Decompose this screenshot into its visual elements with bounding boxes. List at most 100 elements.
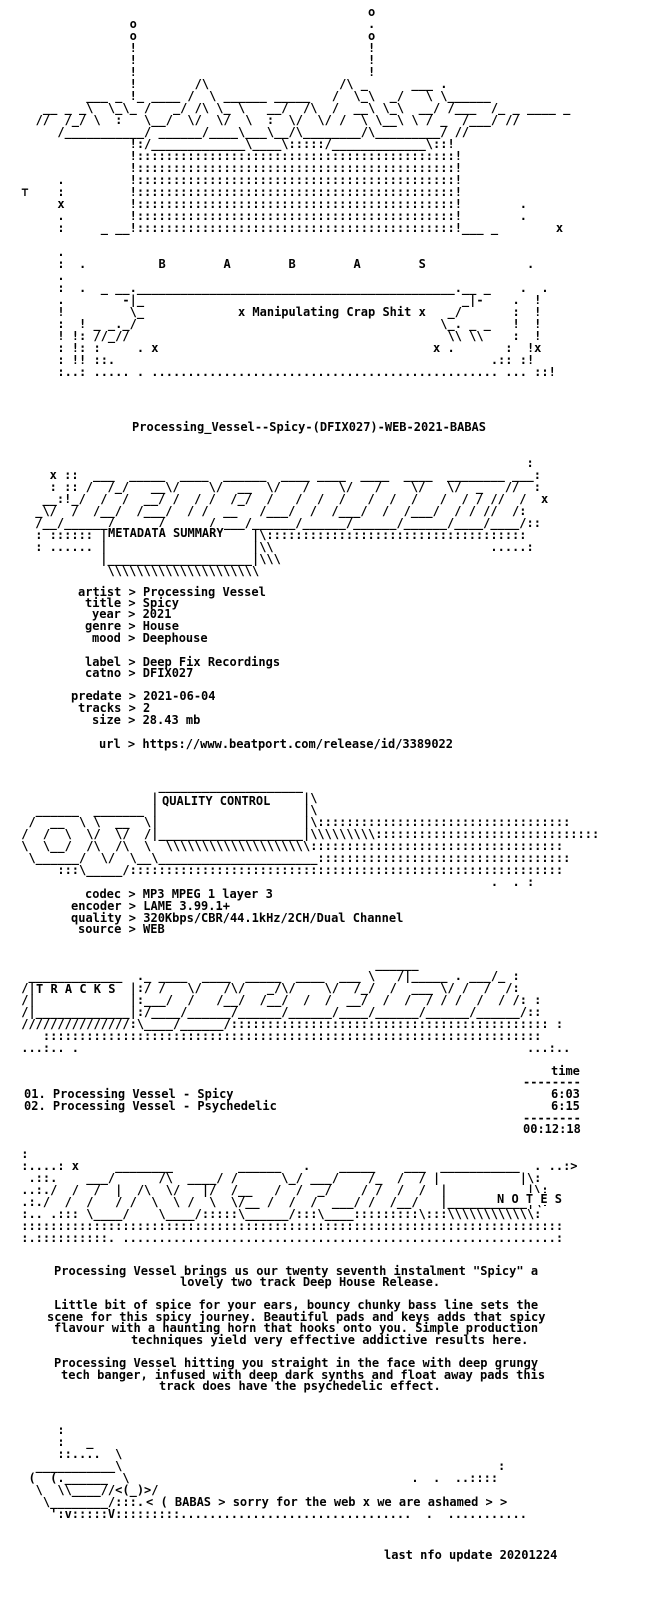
notes-line: scene for this spicy journey. Beautiful … bbox=[47, 1310, 546, 1324]
metadata-art-line: : bbox=[28, 456, 534, 470]
footer-art-line: \________/:::..... bbox=[14, 1495, 173, 1509]
track-item-time: 6:03 bbox=[551, 1087, 580, 1101]
quality-codec: codec > MP3 MPEG 1 layer 3 bbox=[85, 887, 273, 901]
notes-heading: N O T E S bbox=[497, 1192, 563, 1206]
notes-art-line: ..:./ / / | /\ \/ |/ /__ / / _/ / / / / … bbox=[14, 1183, 549, 1197]
notes-art-line: .::. ___/ /\ ____/ / \_/ ___/ /_ / / | |… bbox=[14, 1171, 542, 1185]
header-art-line: : !! ::. .:: :! bbox=[14, 353, 535, 367]
tracks-art-line: /|_____________|:/____/______/______/___… bbox=[14, 1005, 542, 1019]
header-art-line bbox=[14, 234, 570, 246]
metadata-art-line: : :: / /_/ __\/ \/ __ \/ / \/ / \/ \/ _ … bbox=[28, 480, 541, 494]
metadata-art-line: /__/______/______/______/____/______/___… bbox=[28, 516, 541, 530]
header-art-line: ! \_ x Manipulating Crap Shit x _/ : ! bbox=[14, 305, 542, 319]
tracks-art-line: ::::::::::::::::::::::::::::::::::::::::… bbox=[14, 1029, 542, 1043]
metadata-art-line: : ...... | |\\ .....: bbox=[28, 540, 534, 554]
quality-art-line: / / \ \/ \/ /|____________________|\\\\\… bbox=[14, 827, 600, 841]
footer-art-line: ::.... \ bbox=[14, 1447, 123, 1461]
tracks-art-line: ______ bbox=[14, 957, 419, 971]
footer-art-line: \ \\____//<(_)>/ bbox=[14, 1483, 159, 1497]
meta-title: title > Spicy bbox=[85, 596, 179, 610]
header-art-line: . bbox=[14, 245, 65, 259]
header-art-line: !:::::::::::::::::::::::::::::::::::::::… bbox=[14, 161, 462, 175]
header-art-line: ⊤ : !:::::::::::::::::::::::::::::::::::… bbox=[14, 185, 462, 199]
tracks-art-line: /| |:/ / \/ /\/ _/\/ \/ /_/ / ___ \/ / /… bbox=[14, 981, 520, 995]
header-art-line: ! ! bbox=[14, 41, 376, 55]
header-art-line: ! ! bbox=[14, 53, 376, 67]
notes-art-line: : bbox=[14, 1147, 29, 1161]
babas-header-logo: o o . o o ! ! ! bbox=[14, 6, 570, 378]
notes-line: Processing Vessel hitting you straight i… bbox=[54, 1356, 539, 1370]
header-art-line: ! ! bbox=[14, 65, 376, 79]
notes-line: Little bit of spice for your ears, bounc… bbox=[54, 1298, 539, 1312]
header-art-line: !:::::::::::::::::::::::::::::::::::::::… bbox=[14, 149, 462, 163]
quality-quality: quality > 320Kbps/CBR/44.1kHz/2CH/Dual C… bbox=[71, 911, 404, 925]
metadata-art-line: _\/ / /__/ /___/ / / __ /___/ / /___/ / … bbox=[28, 504, 527, 518]
notes-art-line: :.. .::: \____/ \____/:::::\______/:::\_… bbox=[14, 1207, 542, 1221]
header-art-line: :..: ..... . ...........................… bbox=[14, 365, 556, 379]
notes-line: Processing Vessel brings us our twenty s… bbox=[54, 1264, 539, 1278]
header-art-line: !:/_____________\____\:::::/____________… bbox=[14, 137, 455, 151]
header-art-line: : . B A B A S . bbox=[14, 257, 535, 271]
metadata-art-line: \\\\\\\\\\\\\\\\\\\\\ bbox=[28, 564, 260, 578]
metadata-summary-heading: METADATA SUMMARY bbox=[108, 526, 224, 540]
metadata-art-line: : :::::: | |\:::::::::::::::::::::::::::… bbox=[28, 528, 527, 542]
header-art-line: o o bbox=[14, 29, 376, 43]
tracks-art-line: ///////////////:\____/______/:::::::::::… bbox=[14, 1017, 564, 1031]
header-art-line: ! /\ /\ _ ___ . bbox=[14, 77, 448, 91]
quality-art-line: :::\_____/::::::::::::::::::::::::::::::… bbox=[14, 863, 564, 877]
footer-art-line: ( (.______ \ . . ..:::: bbox=[14, 1471, 499, 1485]
metadata-art-line: __:!_/ / / __/ / / / /_/ / / / / / / / /… bbox=[28, 492, 549, 506]
header-art-line: // /_/ \ : \__/ \/ \/ \ : \/ \/ / \ \__\… bbox=[14, 113, 520, 127]
tracks-art-line: /| |:___/ / /__/ /__/ / / __/ / / / / / … bbox=[14, 993, 542, 1007]
meta-artist: artist > Processing Vessel bbox=[78, 585, 266, 599]
notes-art-line: :....: x ________ ______ . _____ ___ ___… bbox=[14, 1159, 578, 1173]
quality-art-line: ____________________ bbox=[14, 779, 303, 793]
notes-art-line: .:./ / / / / \ \ / \ \/__ / / / ___/ / /… bbox=[14, 1195, 549, 1209]
notes-art-line: ::::::::::::::::::::::::::::::::::::::::… bbox=[14, 1219, 564, 1233]
header-art-line: . bbox=[14, 269, 65, 283]
meta-catno: catno > DFIX027 bbox=[85, 666, 194, 680]
notes-line: lovely two track Deep House Release. bbox=[180, 1275, 441, 1289]
header-art-line: ! !: //_// \\ \\ : ! bbox=[14, 329, 542, 343]
meta-genre: genre > House bbox=[85, 619, 179, 633]
track-item-label: 02. Processing Vessel - Psychedelic bbox=[24, 1099, 277, 1113]
quality-art-line: \______/ \/ \__\______________________::… bbox=[14, 851, 571, 865]
notes-line: tech banger, infused with deep dark synt… bbox=[61, 1368, 546, 1382]
quality-banner-art: ____________________ | |\ ______ _______… bbox=[14, 780, 599, 888]
header-art-line: . !:::::::::::::::::::::::::::::::::::::… bbox=[14, 173, 462, 187]
notes-line: techniques yield very effective addictiv… bbox=[131, 1333, 529, 1347]
header-art-line: . !:::::::::::::::::::::::::::::::::::::… bbox=[14, 209, 527, 223]
notes-art-line: :.::::::::::. ..........................… bbox=[14, 1231, 564, 1245]
meta-url: url > https://www.beatport.com/release/i… bbox=[99, 737, 454, 751]
header-art-line: x !:::::::::::::::::::::::::::::::::::::… bbox=[14, 197, 527, 211]
last-nfo-update: last nfo update 20201224 bbox=[384, 1548, 558, 1562]
tracks-art-line: ...:.. . ...:.. bbox=[14, 1041, 571, 1055]
tracks-heading: T R A C K S bbox=[36, 982, 116, 996]
quality-art-line: . . : bbox=[14, 875, 535, 889]
footer-art-line: : bbox=[14, 1423, 65, 1437]
quality-art-line: \ \__/ /\ /\ \ \\\\\\\\\\\\\\\\\\\\:::::… bbox=[14, 839, 564, 853]
footer-art-line: ':v:::::V:::::::::......................… bbox=[14, 1507, 527, 1521]
release-name: Processing_Vessel--Spicy-(DFIX027)-WEB-2… bbox=[132, 420, 487, 434]
notes-banner-art: : :....: x ________ ______ . _____ ___ _… bbox=[14, 1147, 578, 1245]
meta-label: label > Deep Fix Recordings bbox=[85, 655, 281, 669]
quality-art-line: | |\ bbox=[151, 791, 318, 805]
total-time: 00:12:18 bbox=[523, 1122, 581, 1136]
quality-art-line: ______ _______ | |\ bbox=[14, 803, 318, 817]
footer-art: : : _ ::.... \ ___________\ : ( (.______… bbox=[14, 1424, 527, 1520]
track-item-time: 6:15 bbox=[551, 1099, 580, 1113]
metadata-banner-art: : x :: ___ _____ ____ ______ ____ ____ _… bbox=[28, 457, 548, 577]
header-art-line: /___________/ ______/____\___\__/\______… bbox=[14, 125, 470, 139]
header-art-line: o bbox=[14, 5, 376, 19]
quality-encoder: encoder > LAME 3.99.1+ bbox=[71, 899, 230, 913]
metadata-art-line: |____________________|\\\ bbox=[28, 552, 281, 566]
header-art-line: __ _ _\ \_\_ / _/ /\ \_ \ __/ /\ / __\ \… bbox=[14, 101, 571, 115]
header-art-line: . -|_ _|- . ! bbox=[14, 293, 542, 307]
meta-tracks: tracks > 2 bbox=[78, 701, 151, 715]
tracks-art-line: _____________ ._ ____ ____ _____ ____ __… bbox=[14, 969, 520, 983]
header-art-line: o . bbox=[14, 17, 376, 31]
notes-line: track does have the psychedelic effect. bbox=[159, 1379, 441, 1393]
time-column-header: time bbox=[551, 1064, 580, 1078]
meta-size: size > 28.43 mb bbox=[92, 713, 201, 727]
